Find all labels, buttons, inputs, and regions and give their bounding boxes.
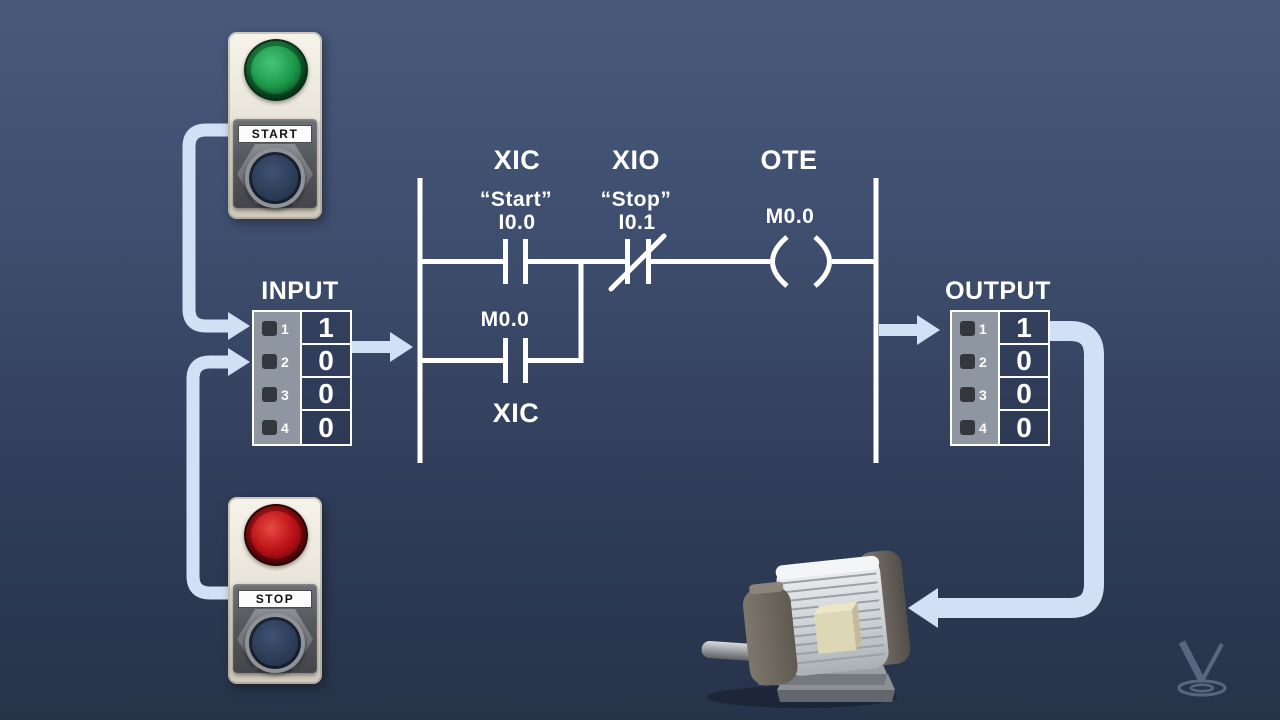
input-value-3: 0 [300,378,350,411]
stop-button-legend-plate: STOP [238,590,312,608]
ladder-to-output-arrow [879,315,940,345]
output-row-1: 1 1 [952,312,1048,345]
input-value-2: 0 [300,345,350,378]
output-row-2: 2 0 [952,345,1048,378]
xic-branch-contact-symbol [503,338,528,383]
xio-stop-contact-symbol [608,233,667,292]
start-to-input-arrow [182,123,250,340]
xio-instruction-label: XIO [611,145,661,175]
stop-address-label: I0.1 [618,211,656,234]
stop-button-station: STOP [228,497,322,684]
electric-motor [701,550,911,708]
output-value-4: 0 [998,411,1048,444]
motor-junction-box [814,601,862,654]
output-table: 1 1 2 0 3 0 4 0 [950,310,1050,446]
input-value-4: 0 [300,411,350,444]
input-to-ladder-arrow [352,332,413,362]
output-to-motor-arrow [908,321,1104,628]
green-indicator-lens [244,39,308,101]
ladder-rung [417,178,879,463]
v-ripple-logo [1177,640,1227,697]
output-value-1: 1 [998,312,1048,345]
input-row-3: 3 0 [254,378,350,411]
start-address-label: I0.0 [498,211,536,234]
input-row-1: 1 1 [254,312,350,345]
start-tag-label: “Start” [479,188,553,211]
start-button-legend-plate: START [238,125,312,143]
start-button-station: START [228,32,322,219]
output-title: OUTPUT [945,277,1051,305]
input-terminal-1-icon [262,321,277,336]
xic-start-contact-symbol [503,239,528,284]
start-push-button[interactable] [245,148,305,208]
ote-coil-symbol [770,235,832,288]
input-row-4: 4 0 [254,411,350,444]
stop-button-housing: STOP [233,584,317,673]
red-indicator-lens [244,504,308,566]
input-terminal-4-icon [262,420,277,435]
input-row-2: 2 0 [254,345,350,378]
input-terminal-2-icon [262,354,277,369]
input-value-1: 1 [300,312,350,345]
stop-tag-label: “Stop” [600,188,672,211]
output-terminal-4-icon [960,420,975,435]
ote-instruction-label: OTE [760,145,818,175]
branch-instruction-label: XIC [492,398,540,428]
output-terminal-3-icon [960,387,975,402]
output-value-2: 0 [998,345,1048,378]
input-title: INPUT [261,277,339,305]
output-terminal-1-icon [960,321,975,336]
xic-instruction-label: XIC [493,145,541,175]
start-button-housing: START [233,119,317,208]
branch-address-label: M0.0 [480,308,530,331]
output-value-3: 0 [998,378,1048,411]
output-terminal-2-icon [960,354,975,369]
output-row-3: 3 0 [952,378,1048,411]
input-terminal-3-icon [262,387,277,402]
stop-push-button[interactable] [245,613,305,673]
stop-to-input-arrow [186,348,250,600]
ote-address-label: M0.0 [765,205,815,228]
input-table: 1 1 2 0 3 0 4 0 [252,310,352,446]
output-row-4: 4 0 [952,411,1048,444]
motor-front-cap [742,586,798,686]
